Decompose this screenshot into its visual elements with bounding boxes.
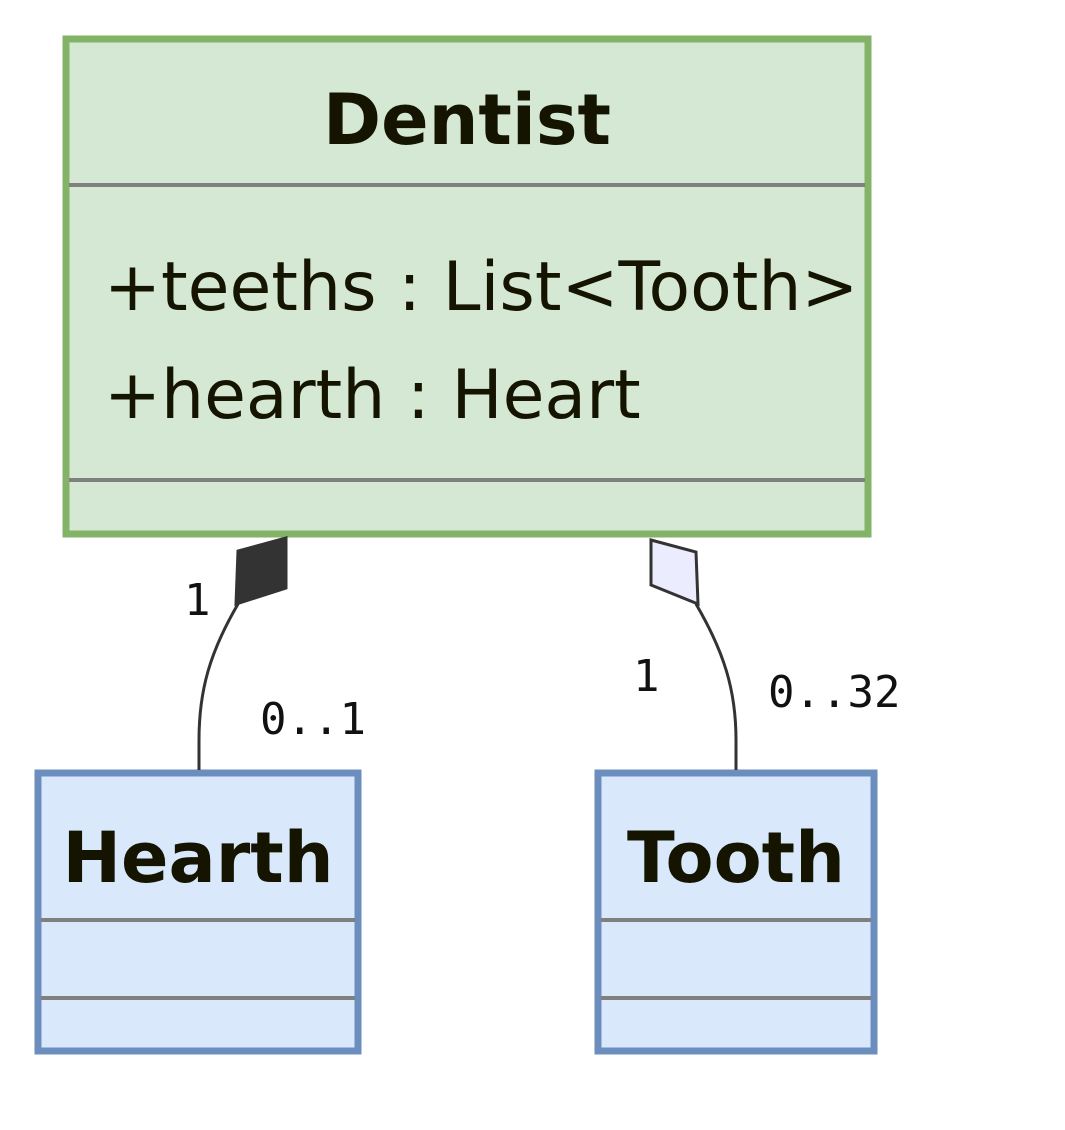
class-tooth-name: Tooth	[627, 817, 845, 899]
aggregation-diamond	[649, 538, 700, 607]
class-hearth[interactable]: Hearth	[34, 769, 362, 1055]
relation-aggregation[interactable]: 1 0..32	[633, 538, 900, 770]
aggregation-target-multiplicity: 0..32	[768, 667, 900, 718]
aggregation-source-multiplicity: 1	[633, 651, 660, 702]
class-dentist-box	[62, 35, 872, 538]
composition-diamond	[234, 536, 288, 607]
aggregation-edge	[694, 603, 738, 770]
composition-source-multiplicity: 1	[184, 575, 211, 626]
class-dentist[interactable]: Dentist +teeths : List<Tooth> +hearth : …	[62, 35, 872, 538]
relation-composition[interactable]: 1 0..1	[184, 536, 366, 770]
class-dentist-attr-hearth: +hearth : Heart	[104, 356, 641, 435]
composition-target-multiplicity: 0..1	[260, 694, 366, 745]
class-hearth-name: Hearth	[62, 817, 333, 899]
composition-edge	[197, 603, 240, 770]
class-tooth[interactable]: Tooth	[594, 769, 878, 1055]
class-dentist-name: Dentist	[323, 79, 611, 161]
class-hearth-box	[34, 769, 362, 1055]
class-dentist-attr-teeths: +teeths : List<Tooth>	[104, 248, 858, 327]
class-tooth-box	[594, 769, 878, 1055]
